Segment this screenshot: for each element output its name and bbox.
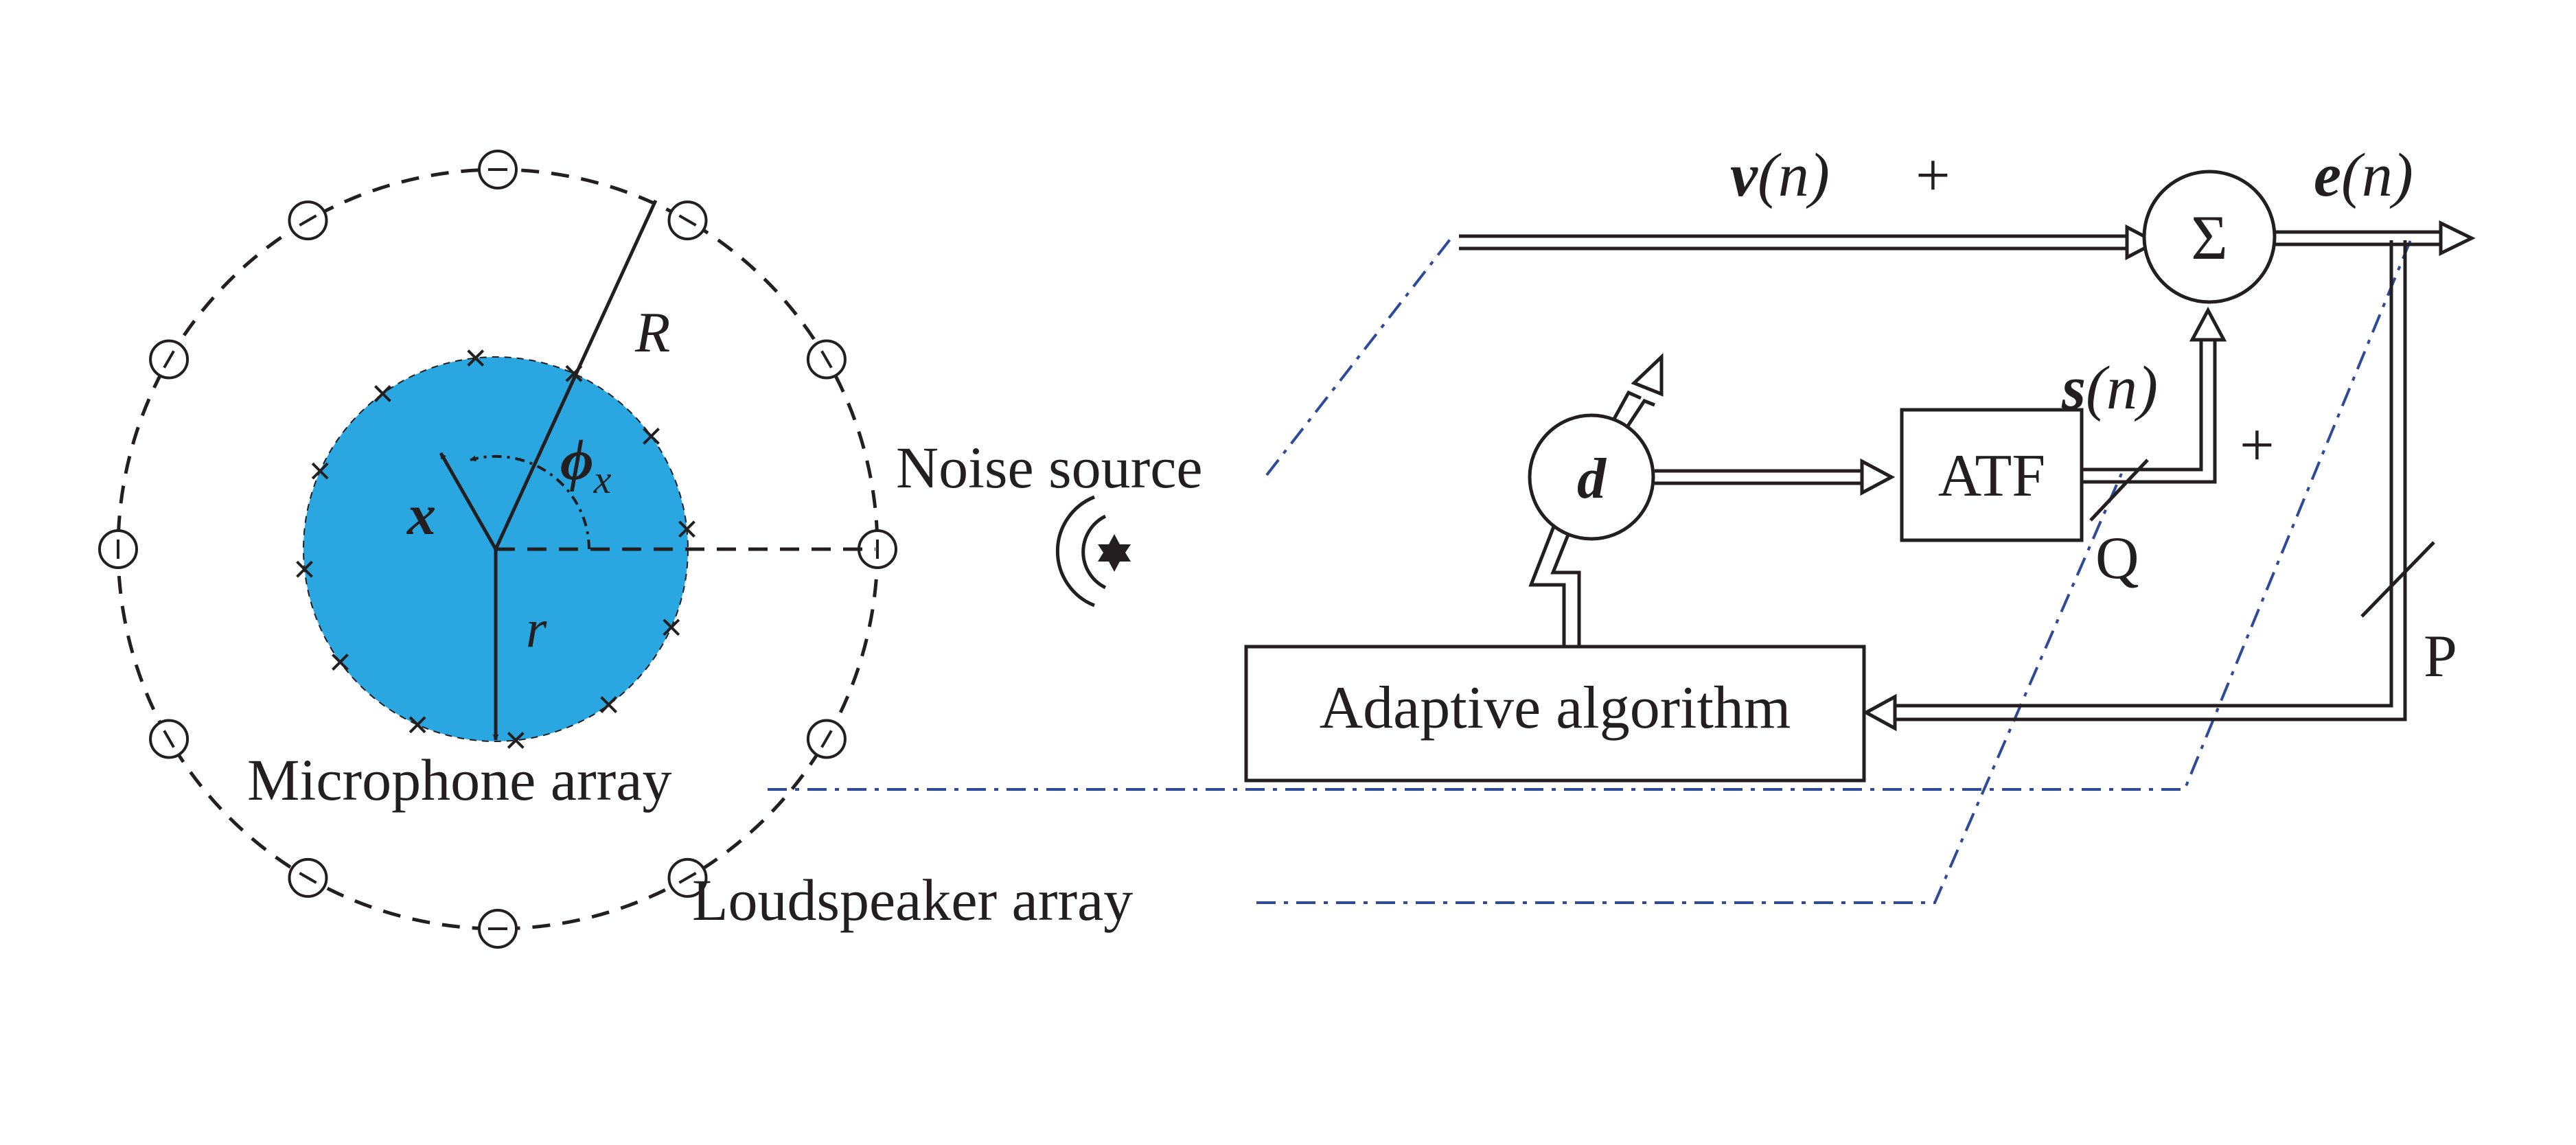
- nu-label: ν(n): [1730, 141, 1830, 209]
- s-label: s(n): [2061, 354, 2158, 422]
- adaptive-algorithm-block: [1244, 645, 1866, 783]
- nu-plus-sign: +: [1916, 141, 1951, 209]
- microphone-cross-icon: [467, 349, 485, 367]
- loudspeaker-circle-icon: [98, 529, 138, 569]
- microphone-cross-icon: [678, 520, 695, 538]
- microphone-cross-icon: [296, 560, 313, 578]
- microphone-cross-icon: [663, 618, 680, 636]
- e-arrowhead: [2439, 220, 2476, 257]
- s-plus-sign: +: [2240, 411, 2275, 479]
- link-lines: [768, 235, 2413, 904]
- s-arrowhead: [2189, 306, 2227, 342]
- loudspeaker-circle-icon: [667, 857, 708, 898]
- loudspeaker-elements: [98, 150, 897, 949]
- block-diagram: [1244, 170, 2476, 783]
- atf-block: [1900, 408, 2084, 542]
- loudspeaker-circle-icon: [806, 719, 847, 759]
- noise-link-line: [1265, 235, 1453, 476]
- p-label: P: [2424, 623, 2457, 690]
- nu-arrowhead: [2125, 224, 2160, 261]
- label-x: x: [406, 483, 436, 547]
- array-geometry: R r x ϕx Microphone array Loudspeaker ar…: [98, 150, 1133, 949]
- atf-label: ATF: [1938, 443, 2046, 509]
- s-signal-path: [2082, 340, 2203, 472]
- feedback-arrowhead: [1862, 693, 1897, 732]
- controller-output-path: [1611, 390, 1642, 421]
- label-R: R: [634, 301, 670, 365]
- vector-x-line: [439, 452, 498, 551]
- noise-source: Noise source: [896, 435, 1203, 608]
- q-slash: [2089, 459, 2149, 522]
- e-label: e(n): [2314, 141, 2413, 209]
- atf-arrowhead: [1860, 458, 1896, 496]
- controller-node-d: [1528, 413, 1655, 541]
- microphone-cross-icon: [374, 385, 391, 402]
- loudspeaker-circle-icon: [667, 200, 708, 241]
- microphone-cross-icon: [507, 732, 525, 749]
- loudspeaker-circle-icon: [288, 200, 328, 241]
- loudspeaker-circle-icon: [478, 909, 518, 949]
- update-signal-path: [1528, 522, 1566, 647]
- noise-source-star-icon: [1055, 495, 1131, 608]
- loudspeaker-circle-icon: [288, 857, 328, 898]
- speaker-link-line: [1256, 473, 2123, 904]
- angle-arc: [470, 454, 590, 550]
- microphone-cross-icon: [332, 654, 349, 671]
- microphone-cross-icon: [311, 462, 329, 480]
- radius-R-line: [494, 199, 658, 551]
- p-slash: [2360, 541, 2435, 618]
- block-labels: ν(n) + Σ e(n) s(n) + d ATF Q P Adaptive …: [1320, 141, 2457, 741]
- sum-symbol: Σ: [2191, 203, 2228, 273]
- feedback-path: [1895, 240, 2393, 708]
- microphone-array-label: Microphone array: [247, 747, 671, 813]
- loudspeaker-circle-icon: [858, 529, 897, 569]
- label-phi: ϕx: [560, 428, 612, 502]
- loudspeaker-circle-icon: [149, 719, 189, 759]
- d-label: d: [1577, 447, 1607, 511]
- microphone-elements: [296, 349, 695, 749]
- adaptive-algorithm-label: Adaptive algorithm: [1320, 675, 1791, 741]
- label-r: r: [526, 599, 547, 658]
- summing-junction: [2142, 170, 2277, 304]
- q-label: Q: [2095, 525, 2139, 592]
- microphone-cross-icon: [600, 696, 617, 713]
- loudspeaker-circle-icon: [478, 150, 518, 189]
- microphone-cross-icon: [409, 716, 426, 734]
- noise-source-label: Noise source: [896, 435, 1203, 500]
- loudspeaker-array-label: Loudspeaker array: [692, 867, 1133, 933]
- microphone-cross-icon: [643, 428, 660, 445]
- loudspeaker-circle-icon: [806, 339, 847, 380]
- loudspeaker-circle-icon: [149, 339, 189, 380]
